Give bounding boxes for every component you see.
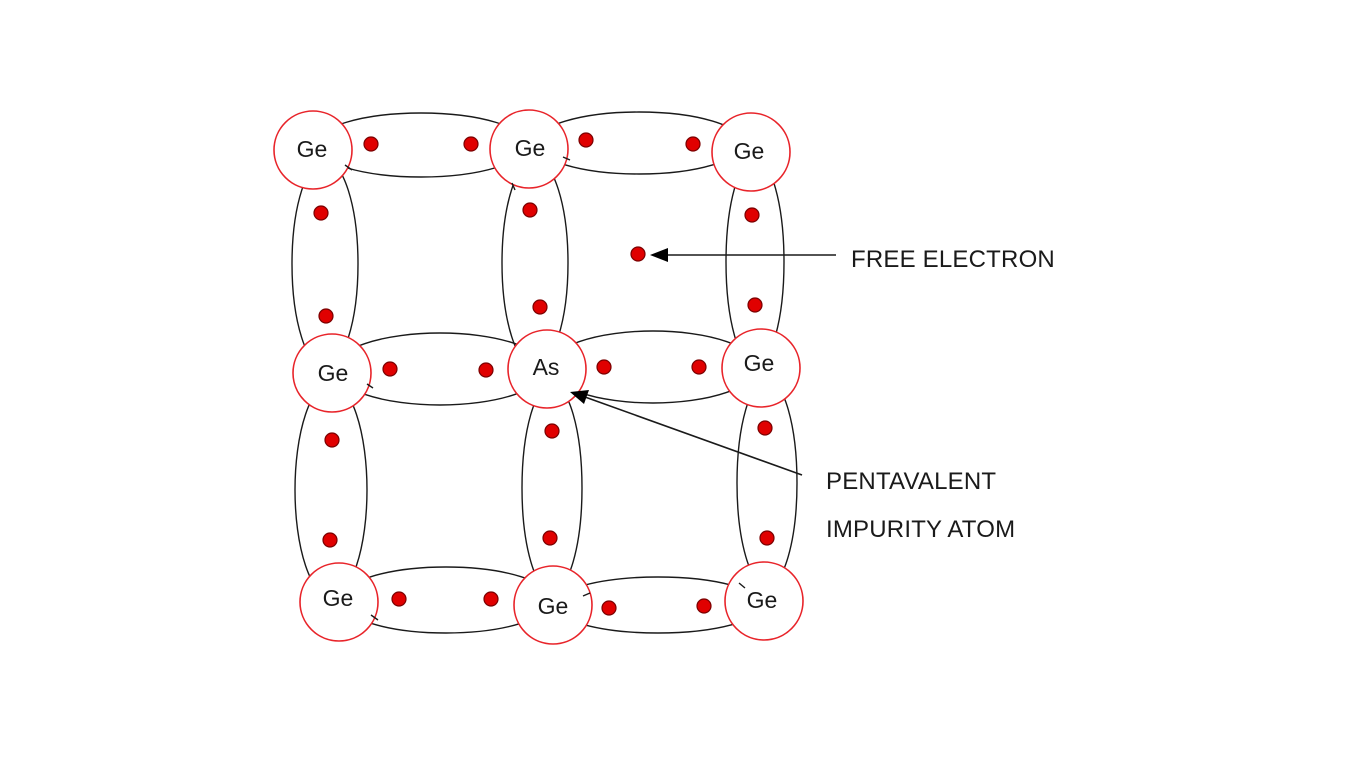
atom-as-impurity: As — [507, 329, 587, 409]
arrow-head-icon — [650, 248, 668, 262]
electron — [313, 205, 329, 221]
electron — [544, 423, 560, 439]
atom-label: Ge — [744, 350, 775, 376]
electron — [691, 359, 707, 375]
impurity-label-line1: PENTAVALENT — [826, 468, 996, 495]
electron — [318, 308, 334, 324]
electron — [522, 202, 538, 218]
electron — [322, 532, 338, 548]
electron — [324, 432, 340, 448]
atom-label: As — [533, 354, 560, 380]
atom-ge-r1c0: Ge — [292, 333, 372, 413]
electron — [757, 420, 773, 436]
electron — [542, 530, 558, 546]
electron — [478, 362, 494, 378]
electron — [759, 530, 775, 546]
electron — [363, 136, 379, 152]
atom-label: Ge — [515, 135, 546, 161]
atom-label: Ge — [747, 587, 778, 613]
electron — [532, 299, 548, 315]
bond-c2-r1r2 — [736, 378, 798, 588]
electron — [578, 132, 594, 148]
atom-ge-r0c2: Ge — [711, 112, 791, 192]
free-electron-callout: FREE ELECTRON — [650, 246, 1055, 273]
atom-ge-r0c1: Ge — [489, 109, 569, 189]
electron — [685, 136, 701, 152]
electron — [483, 591, 499, 607]
electron — [747, 297, 763, 313]
atom-label: Ge — [318, 360, 349, 386]
electron — [382, 361, 398, 377]
electron — [744, 207, 760, 223]
atom-ge-r1c2: Ge — [721, 328, 801, 408]
atom-label: Ge — [323, 585, 354, 611]
atom-label: Ge — [297, 136, 328, 162]
impurity-label-line2: IMPURITY ATOM — [826, 516, 1015, 543]
bond-tails — [344, 156, 746, 621]
electron — [463, 136, 479, 152]
atoms: Ge Ge Ge Ge As Ge — [273, 109, 804, 645]
free-electron — [630, 246, 646, 262]
impurity-arrow — [584, 396, 803, 476]
atom-label: Ge — [538, 593, 569, 619]
electron — [696, 598, 712, 614]
impurity-callout: PENTAVALENT IMPURITY ATOM — [570, 390, 1015, 543]
electron — [601, 600, 617, 616]
arrow-head-icon — [570, 390, 589, 404]
atom-ge-r0c0: Ge — [273, 110, 353, 190]
free-electron-label: FREE ELECTRON — [851, 246, 1055, 273]
atom-ge-r2c1: Ge — [513, 565, 593, 645]
electron — [391, 591, 407, 607]
electron — [596, 359, 612, 375]
atom-ge-r2c0: Ge — [299, 562, 379, 642]
atom-ge-r2c2: Ge — [724, 561, 804, 641]
bond-c1-r1r2 — [521, 383, 583, 593]
electrons — [313, 132, 775, 616]
atom-label: Ge — [734, 138, 765, 164]
